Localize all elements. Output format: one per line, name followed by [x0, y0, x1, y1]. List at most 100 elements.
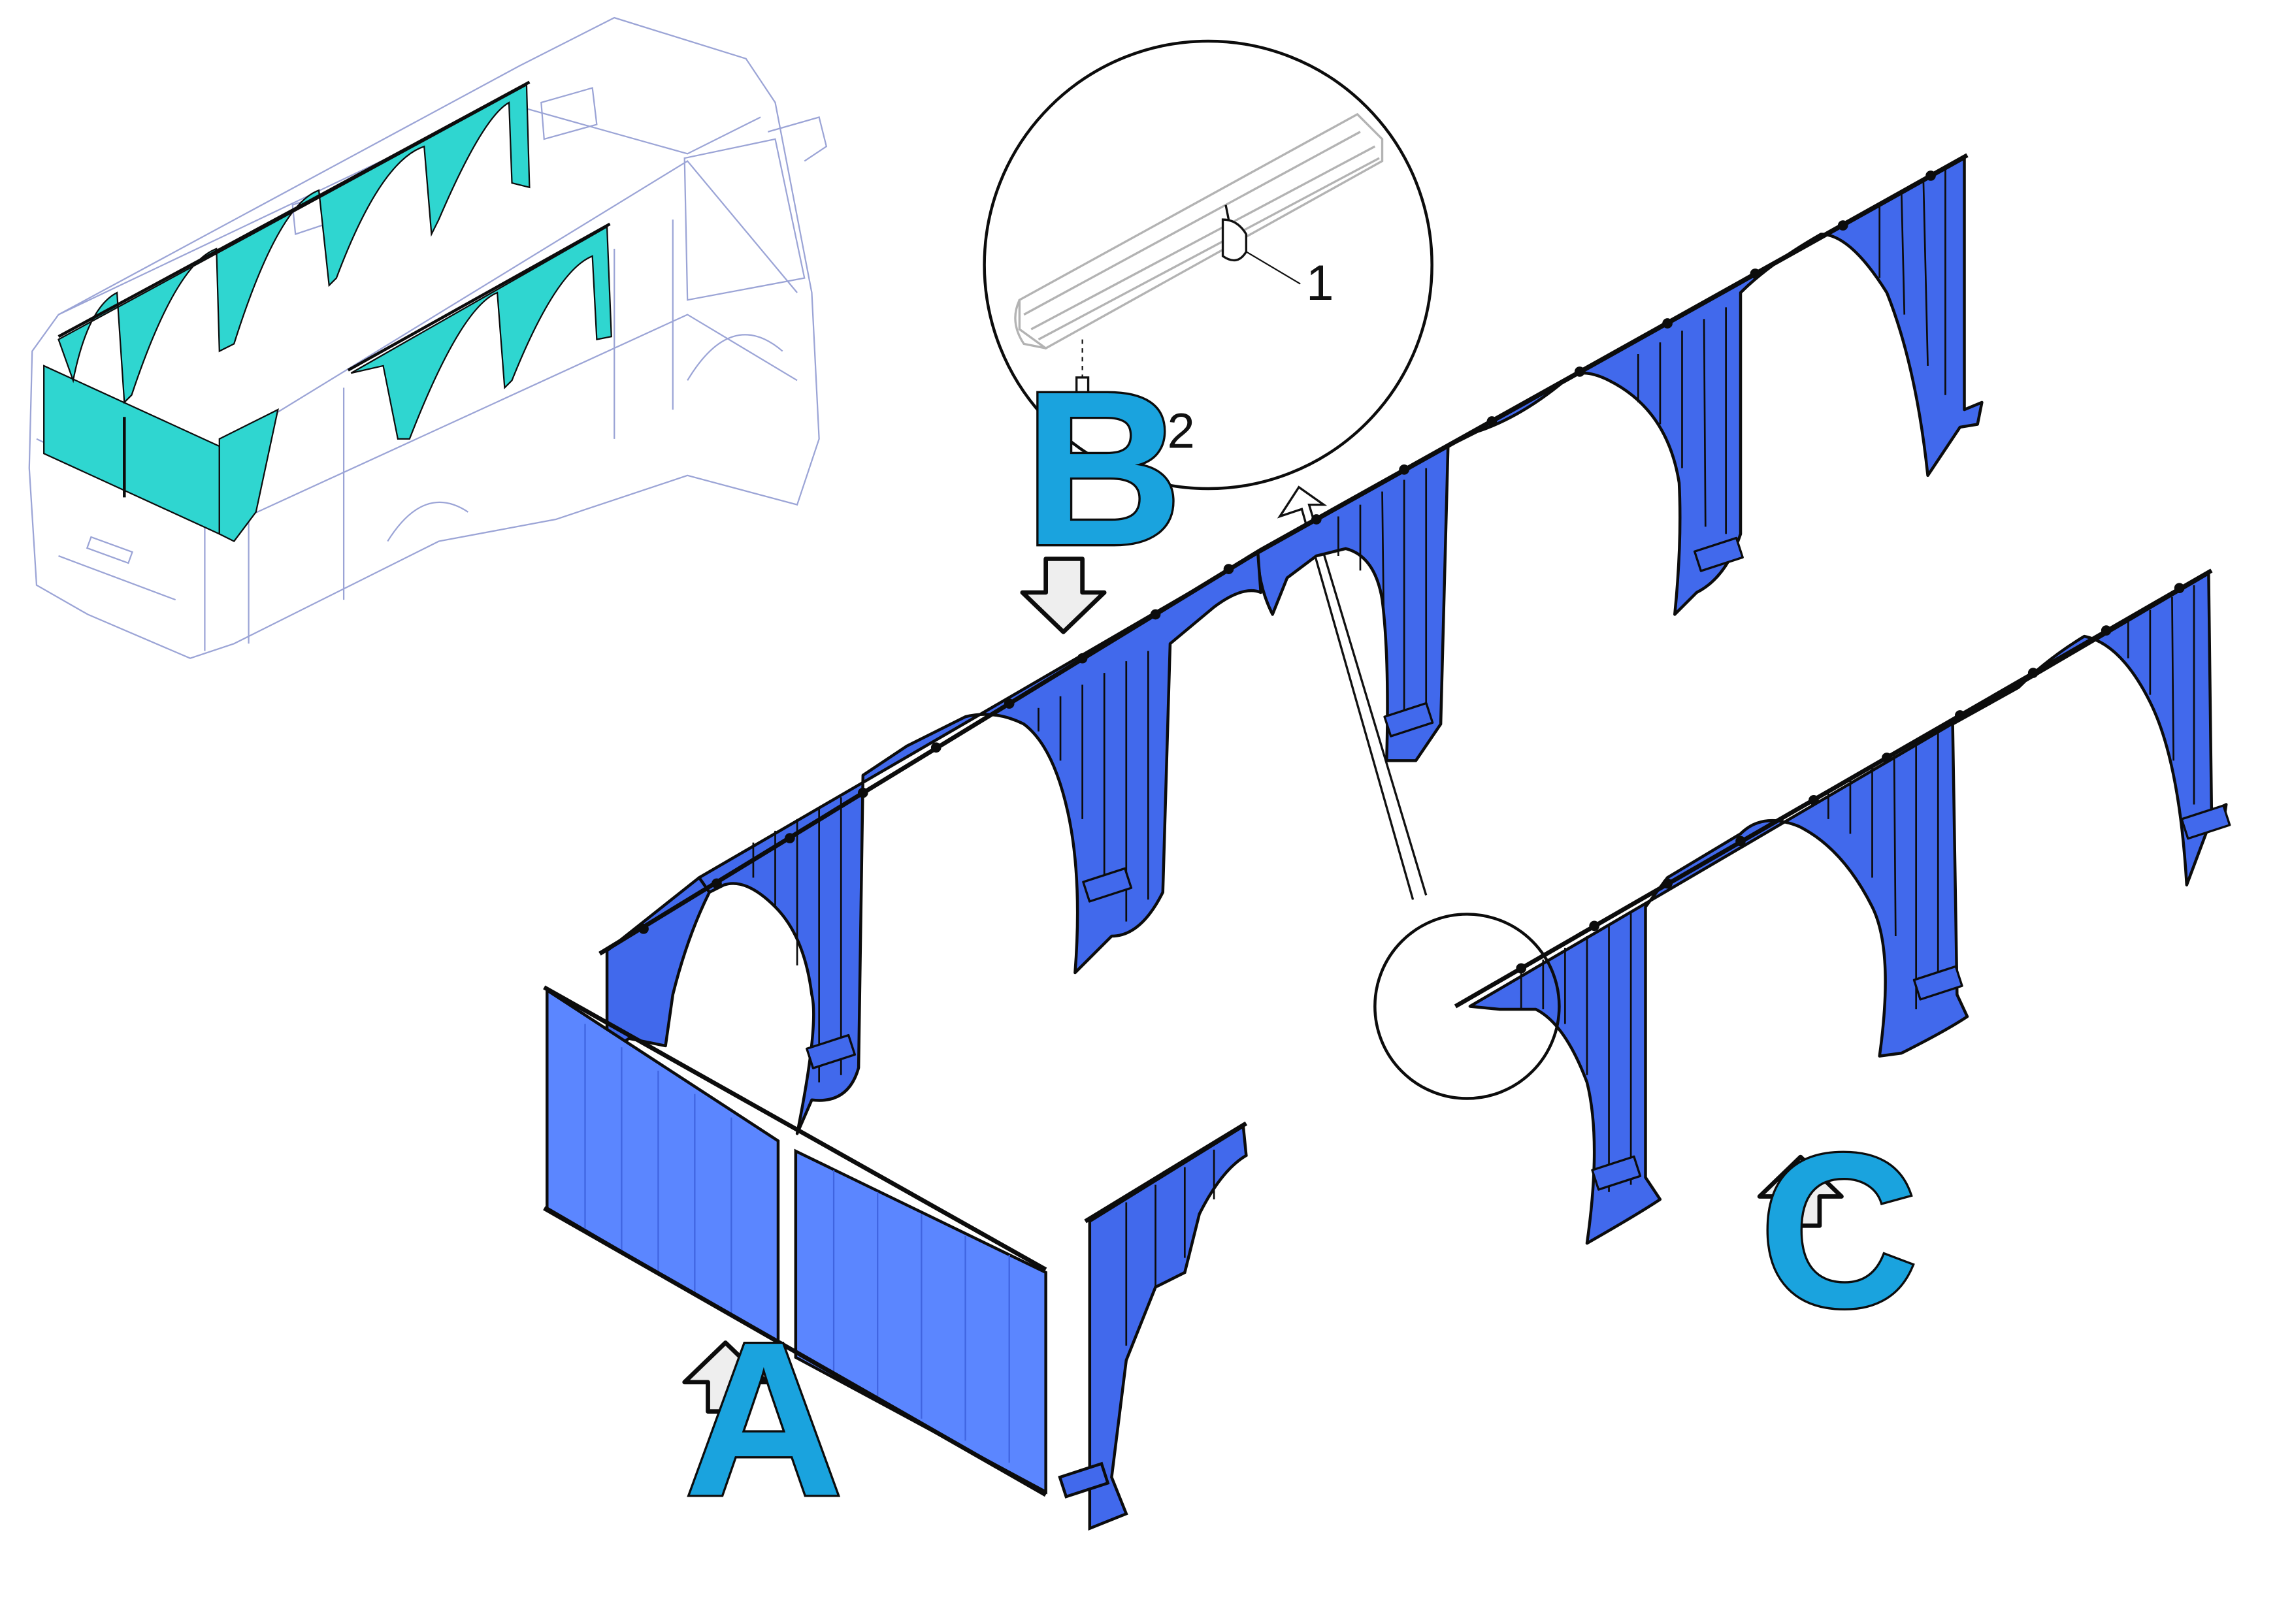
- fold: [1125, 1149, 1215, 1346]
- tieback: [1912, 965, 1963, 1001]
- hook-bead: [1750, 268, 1761, 279]
- hook-bead: [1077, 653, 1088, 664]
- hook-bead: [712, 878, 722, 889]
- hook-bead: [1004, 698, 1015, 709]
- glider-stem: [1224, 204, 1230, 220]
- view-label-b: B: [1020, 344, 1185, 634]
- tieback: [1383, 702, 1434, 738]
- curtain-set-c: [1468, 572, 2231, 1245]
- bus-rod-top: [57, 80, 531, 338]
- tieback: [1058, 1461, 1110, 1499]
- label-b: B: [1024, 346, 1183, 591]
- view-label-a: A: [682, 1295, 845, 1544]
- curtain-a-strip-rod: [1084, 1121, 1248, 1224]
- rail-groove-3: [1038, 157, 1380, 341]
- curtain-a-side-strip: [1088, 1124, 1248, 1531]
- rod: [1454, 568, 2213, 1009]
- hook-bead: [2174, 583, 2185, 594]
- hook-bead: [1809, 794, 1819, 805]
- rail-body: [1018, 112, 1384, 350]
- bus-wheel-arch-front: [687, 334, 783, 381]
- hook-bead: [1150, 609, 1161, 620]
- hook-bead: [1486, 416, 1498, 427]
- hook-bead: [857, 787, 868, 798]
- tieback: [806, 1033, 857, 1069]
- tieback: [1591, 1155, 1642, 1191]
- hook-bead: [1589, 920, 1599, 932]
- callout-number-2: 2: [1167, 403, 1194, 459]
- label-a: A: [685, 1297, 843, 1542]
- arrow-up-icon: [682, 1340, 769, 1414]
- fold: [1827, 731, 1939, 1009]
- curtain-b-folds: [752, 168, 1946, 1082]
- arrow-down-icon: [1020, 557, 1107, 634]
- bus-curtain-top-row: [57, 84, 531, 404]
- bus-wheel-arch-rear: [387, 501, 468, 542]
- hook-bead: [1837, 220, 1848, 231]
- bus-door: [248, 219, 674, 644]
- fold: [832, 1170, 1010, 1463]
- hook-bead: [1662, 878, 1673, 889]
- fold: [1520, 913, 1632, 1192]
- rail-groove-2: [1030, 145, 1376, 331]
- fold: [1038, 651, 1149, 922]
- bus-lower-line: [240, 314, 798, 521]
- curtain-set-b: [605, 156, 1984, 1135]
- hook-bead: [1516, 963, 1527, 974]
- hook-bead: [1223, 564, 1234, 574]
- tieback: [2180, 804, 2231, 840]
- curtain-rail: [1014, 112, 1384, 350]
- bus-windshield: [683, 138, 806, 301]
- fold: [1637, 307, 1727, 534]
- hook-bead: [1735, 836, 1746, 847]
- rail-detail-view: 1 2: [983, 39, 1433, 491]
- bus-side-line: [233, 160, 798, 440]
- bus-roof-vent: [540, 87, 598, 140]
- curtain-a-folds: [584, 1024, 1010, 1463]
- hook-bead: [1574, 366, 1585, 377]
- fold: [2127, 585, 2195, 805]
- curtain-b-panel-left: [605, 876, 711, 1055]
- zoom-pointer: [1277, 485, 1428, 900]
- fold: [584, 1024, 732, 1317]
- hook-bead: [2027, 668, 2038, 678]
- rail-end-cap: [1014, 299, 1046, 349]
- hook-bead: [785, 833, 795, 843]
- fold: [1337, 468, 1428, 732]
- leader-line-1: [1245, 251, 1301, 285]
- curtain-a-frame-bottom: [543, 1206, 1047, 1497]
- fold: [752, 797, 842, 1082]
- hook-bead: [1311, 514, 1322, 525]
- tieback: [1693, 536, 1744, 572]
- curtain-c-tiebacks: [1591, 804, 2231, 1191]
- curtain-rod-b: [598, 153, 1969, 956]
- curtain-b-tiebacks: [806, 536, 1744, 1069]
- bus-curtain-side-row: [350, 225, 612, 440]
- curtain-rod-c: [1454, 568, 2213, 1009]
- fold: [1878, 168, 1946, 395]
- hook-bead: [1662, 318, 1673, 329]
- hook-bead: [1399, 464, 1409, 475]
- leader-line-2: [1094, 401, 1162, 434]
- hook-bead: [638, 923, 649, 934]
- arrow-up-icon: [1757, 1154, 1844, 1228]
- detail-locator-circle: [1373, 913, 1561, 1100]
- view-label-c: C: [1757, 1106, 1920, 1356]
- curtain-a-strip-folds: [1125, 1149, 1215, 1346]
- bus-mirror: [767, 116, 828, 162]
- rod: [598, 153, 1969, 956]
- label-c: C: [1760, 1108, 1918, 1353]
- bus-curtains: [43, 84, 612, 543]
- hook-bead: [1882, 753, 1892, 763]
- hook-bead: [930, 742, 941, 753]
- rail-groove-1: [1023, 131, 1361, 316]
- bus-body-outline: [28, 16, 820, 659]
- bus-curtain-rear-strip: [218, 408, 279, 543]
- curtain-set-a: [543, 985, 1248, 1531]
- hook-bead: [2101, 625, 2112, 636]
- tieback: [1082, 867, 1133, 903]
- hook-bead: [1925, 171, 1936, 181]
- bus-plate: [86, 536, 133, 564]
- callout-number-1: 1: [1306, 255, 1334, 311]
